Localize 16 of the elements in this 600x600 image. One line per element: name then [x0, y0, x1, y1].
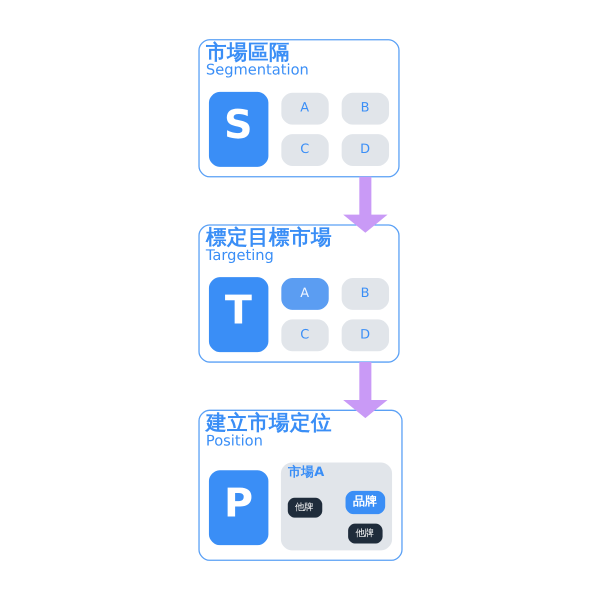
- node-box: B: [341, 92, 389, 125]
- node-box: D: [341, 319, 389, 352]
- node-box: 品牌: [345, 490, 385, 514]
- node-box: C: [280, 319, 328, 352]
- node-box: T: [208, 277, 268, 352]
- node-box: B: [341, 278, 389, 310]
- node-box: A: [280, 278, 328, 310]
- node-box: A: [280, 92, 328, 125]
- arrow: [342, 176, 388, 233]
- arrow: [342, 362, 388, 418]
- node-box: D: [341, 134, 389, 166]
- node-box: 他牌: [348, 524, 382, 544]
- node-box: P: [208, 470, 268, 546]
- node-box: C: [280, 134, 328, 166]
- node-box: S: [208, 92, 268, 167]
- node-box: 他牌: [287, 498, 322, 518]
